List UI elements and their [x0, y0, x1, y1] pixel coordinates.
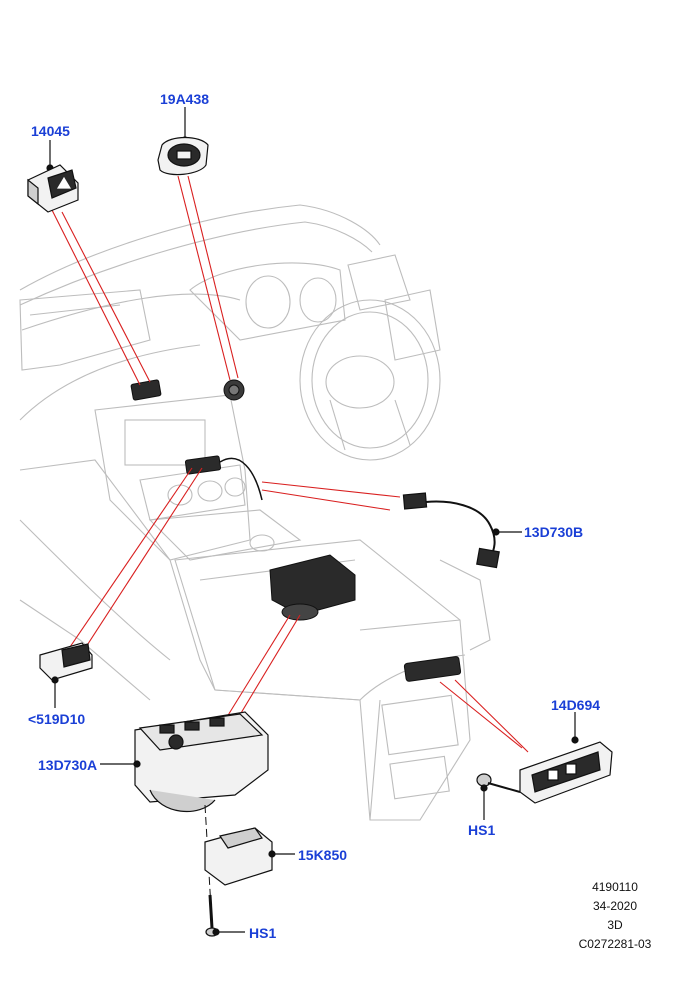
meta-code: C0272281-03 — [578, 937, 652, 951]
leader-lines — [51, 175, 529, 753]
part-13d730a-module — [100, 711, 269, 813]
vehicle-interior-outline — [19, 204, 491, 821]
callout-19a438: 19A438 — [160, 91, 210, 107]
callout-15k850: 15K850 — [298, 847, 348, 863]
part-hs1-bolt-bottom — [205, 894, 245, 937]
part-14d694-control-panel — [519, 712, 613, 804]
meta-date: 34-2020 — [592, 899, 638, 913]
part-13d730b-harness — [402, 492, 522, 569]
callout-519d10: <519D10 — [28, 711, 86, 727]
meta-ref: 4190110 — [592, 880, 638, 894]
callout-13d730a: 13D730A — [38, 757, 98, 773]
installed-component-control-module — [269, 554, 356, 621]
installed-component-vent-switch — [130, 379, 162, 401]
callout-hs1-bottom: HS1 — [249, 925, 277, 941]
part-15k850-bracket — [204, 827, 295, 886]
meta-view: 3D — [607, 918, 623, 932]
callout-14d694: 14D694 — [551, 697, 601, 713]
part-14045-hazard-switch — [27, 140, 79, 213]
installed-component-usb-socket — [223, 379, 245, 401]
part-519d10-switch — [39, 642, 93, 708]
part-19a438-usb-socket — [157, 107, 209, 176]
part-hs1-screw-right — [476, 773, 521, 820]
callout-hs1-right: HS1 — [468, 822, 496, 838]
installed-component-rear-switch — [403, 656, 462, 682]
callout-14045: 14045 — [31, 123, 70, 139]
callout-13d730b: 13D730B — [524, 524, 584, 540]
installed-component-harness-connector — [184, 455, 263, 501]
